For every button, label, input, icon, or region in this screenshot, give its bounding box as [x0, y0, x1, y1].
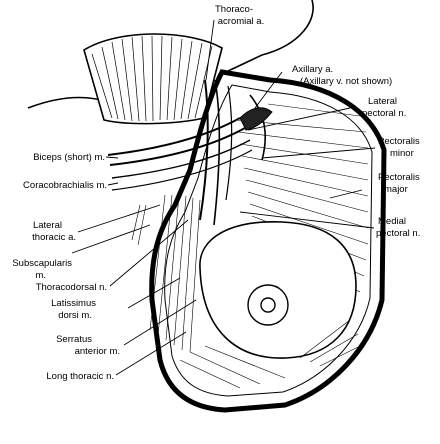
label-lateral-pectoral-line1: Lateral [368, 96, 397, 107]
label-coracobrachialis: Coracobrachialis m. [23, 180, 107, 191]
axillary-bundle [107, 79, 273, 226]
label-pectoralis-major-line1: Pectoralis [378, 172, 420, 183]
label-lateral-pectoral-line2: pectoral n. [362, 108, 406, 119]
label-pectoralis-minor-line1: Pectoralis [378, 136, 420, 147]
labels: Thoraco- acromial a. Axillary a. (Axilla… [12, 4, 420, 382]
label-subscapularis-line1: Subscapularis [12, 258, 72, 269]
lower-fibres [179, 319, 361, 389]
label-latissimus-line1: Latissimus [51, 298, 96, 309]
label-axillary-line1: Axillary a. [292, 64, 333, 75]
body-contour-neck [225, 0, 314, 73]
label-medial-pectoral-line1: Medial [378, 216, 406, 227]
illustration [27, 0, 387, 413]
label-subscapularis-line2: m. [35, 270, 46, 281]
label-thoraco-acromial-line1: Thoraco- [215, 4, 253, 15]
label-thoraco-acromial-line2: acromial a. [218, 16, 264, 27]
chest-wall-muscles [131, 194, 201, 353]
label-serratus-line1: Serratus [56, 334, 92, 345]
label-medial-pectoral-line2: pectoral n. [376, 228, 420, 239]
label-lateral-thoracic-line1: Lateral [33, 220, 62, 231]
label-latissimus-line2: dorsi m. [58, 310, 92, 321]
nipple [260, 297, 276, 313]
label-biceps-short: Biceps (short) m. [33, 152, 105, 163]
label-long-thoracic: Long thoracic n. [46, 371, 114, 382]
label-axillary-line2: (Axillary v. not shown) [300, 76, 392, 87]
label-pectoralis-major-line2: major [384, 184, 408, 195]
label-lateral-thoracic-line2: thoracic a. [32, 232, 76, 243]
leader-lines [71, 19, 376, 376]
deltoid-muscle [83, 33, 223, 125]
label-serratus-line2: anterior m. [75, 346, 120, 357]
label-thoracodorsal: Thoracodorsal n. [36, 282, 107, 293]
label-pectoralis-minor-line2: minor [390, 148, 414, 159]
